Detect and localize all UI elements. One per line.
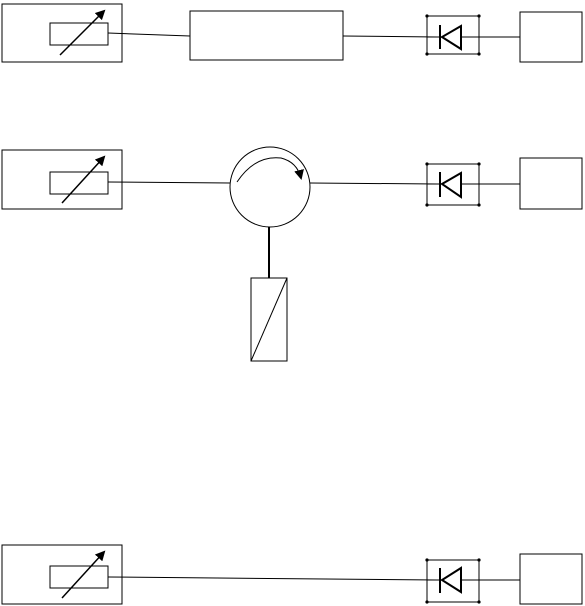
resistor-icon [49, 565, 109, 589]
fiber-line [107, 32, 191, 37]
junction-dot [425, 162, 429, 166]
readout-box-bottom [519, 553, 583, 605]
source-housing [1, 149, 123, 210]
fiber-line [342, 35, 438, 38]
junction-dot [477, 162, 481, 166]
junction-dot [425, 558, 429, 562]
photodiode-detector-top [425, 14, 481, 56]
photodiode-detector-middle [425, 162, 481, 207]
tunable-source-top [1, 3, 123, 63]
junction-dot [477, 14, 481, 18]
detector-box [426, 15, 480, 55]
junction-dot [425, 203, 429, 207]
junction-dot [425, 52, 429, 56]
mirror-diagonal-icon [250, 277, 288, 362]
setup-middle [1, 146, 583, 362]
junction-dot [477, 558, 481, 562]
photodiode-detector-bottom [425, 558, 481, 604]
reflector [250, 277, 288, 362]
fiber-line [107, 181, 231, 184]
source-housing [1, 544, 123, 605]
resistor-icon [49, 171, 109, 195]
circulator [229, 146, 311, 228]
detector-box [426, 559, 480, 603]
fiber-line [309, 182, 438, 185]
circulation-arrow-icon [236, 157, 304, 183]
diode-icon [440, 171, 462, 199]
tunable-source-middle [1, 149, 123, 210]
junction-dot [477, 203, 481, 207]
readout-box-top [519, 11, 583, 63]
junction-dot [425, 14, 429, 18]
setup-bottom [1, 544, 583, 605]
inline-component-box [189, 10, 344, 61]
readout-box-middle [519, 157, 583, 210]
tuning-arrow-icon [61, 155, 106, 204]
tuning-arrow-icon [59, 9, 106, 56]
diode-icon [440, 24, 462, 51]
junction-dot [425, 600, 429, 604]
circulator-body [229, 146, 311, 228]
junction-dot [477, 600, 481, 604]
junction-dot [477, 52, 481, 56]
resistor-icon [49, 22, 109, 46]
tuning-arrow-icon [61, 550, 106, 599]
inline-block-top [189, 10, 344, 61]
diode-icon [440, 566, 462, 594]
reflector-box [250, 277, 288, 362]
setup-top [1, 3, 583, 63]
fiber-line [107, 576, 438, 581]
source-housing [1, 3, 123, 63]
tunable-source-bottom [1, 544, 123, 605]
